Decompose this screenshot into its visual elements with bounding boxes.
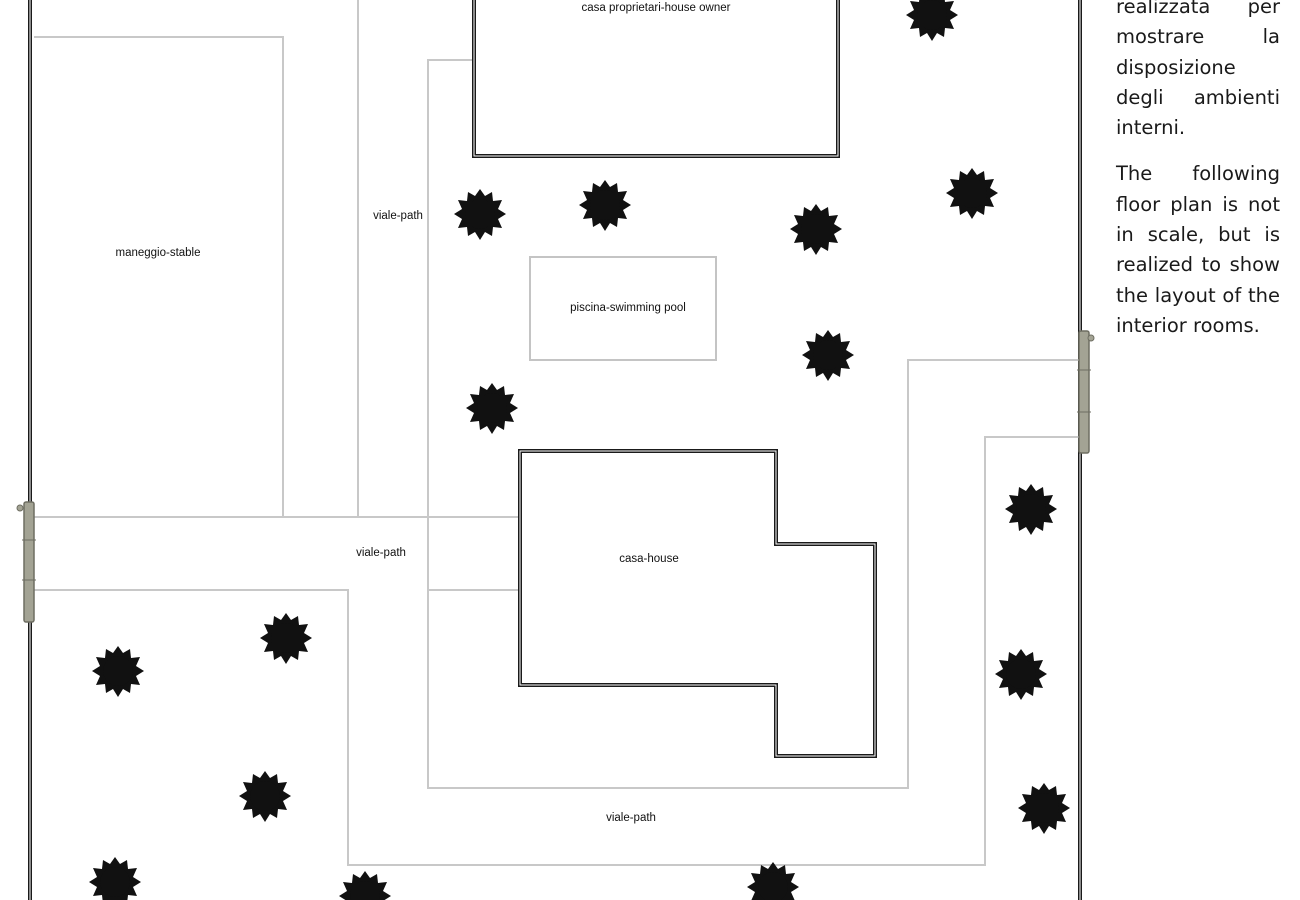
stable-outline — [34, 36, 284, 517]
gate-icon — [1077, 330, 1095, 454]
pool-label: piscina-swimming pool — [570, 302, 686, 314]
plan-note: realizzata per mostrare la disposizione … — [1116, 0, 1280, 357]
tree-icon — [260, 613, 312, 664]
swimming-pool — [529, 256, 717, 361]
owner-house — [472, 0, 840, 158]
tree-icon — [946, 168, 998, 219]
middle-path-bottom-edge — [34, 436, 1080, 866]
lower-path-label: viale-path — [606, 812, 656, 824]
tree-icon — [579, 180, 631, 231]
tree-icon — [790, 204, 842, 255]
owner-house-label: casa proprietari-house owner — [582, 2, 731, 14]
gate-icon — [16, 501, 36, 623]
stable-label: maneggio-stable — [115, 247, 200, 259]
note-english: The following floor plan is not in scale… — [1116, 162, 1280, 337]
tree-icon — [466, 383, 518, 434]
tree-icon — [1018, 783, 1070, 834]
middle-path-label: viale-path — [356, 547, 406, 559]
house-label: casa-house — [619, 553, 678, 565]
tree-icon — [747, 862, 799, 900]
tree-icon — [802, 330, 854, 381]
tree-icon — [92, 646, 144, 697]
guest-house — [518, 449, 877, 758]
tree-icon — [1005, 484, 1057, 535]
upper-path-label: viale-path — [373, 210, 423, 222]
tree-icon — [995, 649, 1047, 700]
tree-icon — [454, 189, 506, 240]
upper-path-edge-right — [427, 59, 472, 517]
tree-icon — [89, 857, 141, 900]
tree-icon — [339, 871, 391, 900]
tree-icon — [239, 771, 291, 822]
tree-icon — [906, 0, 958, 41]
path-lines — [34, 0, 1080, 866]
inner-path-edge — [427, 359, 1080, 789]
note-italian: realizzata per mostrare la disposizione … — [1116, 0, 1280, 140]
